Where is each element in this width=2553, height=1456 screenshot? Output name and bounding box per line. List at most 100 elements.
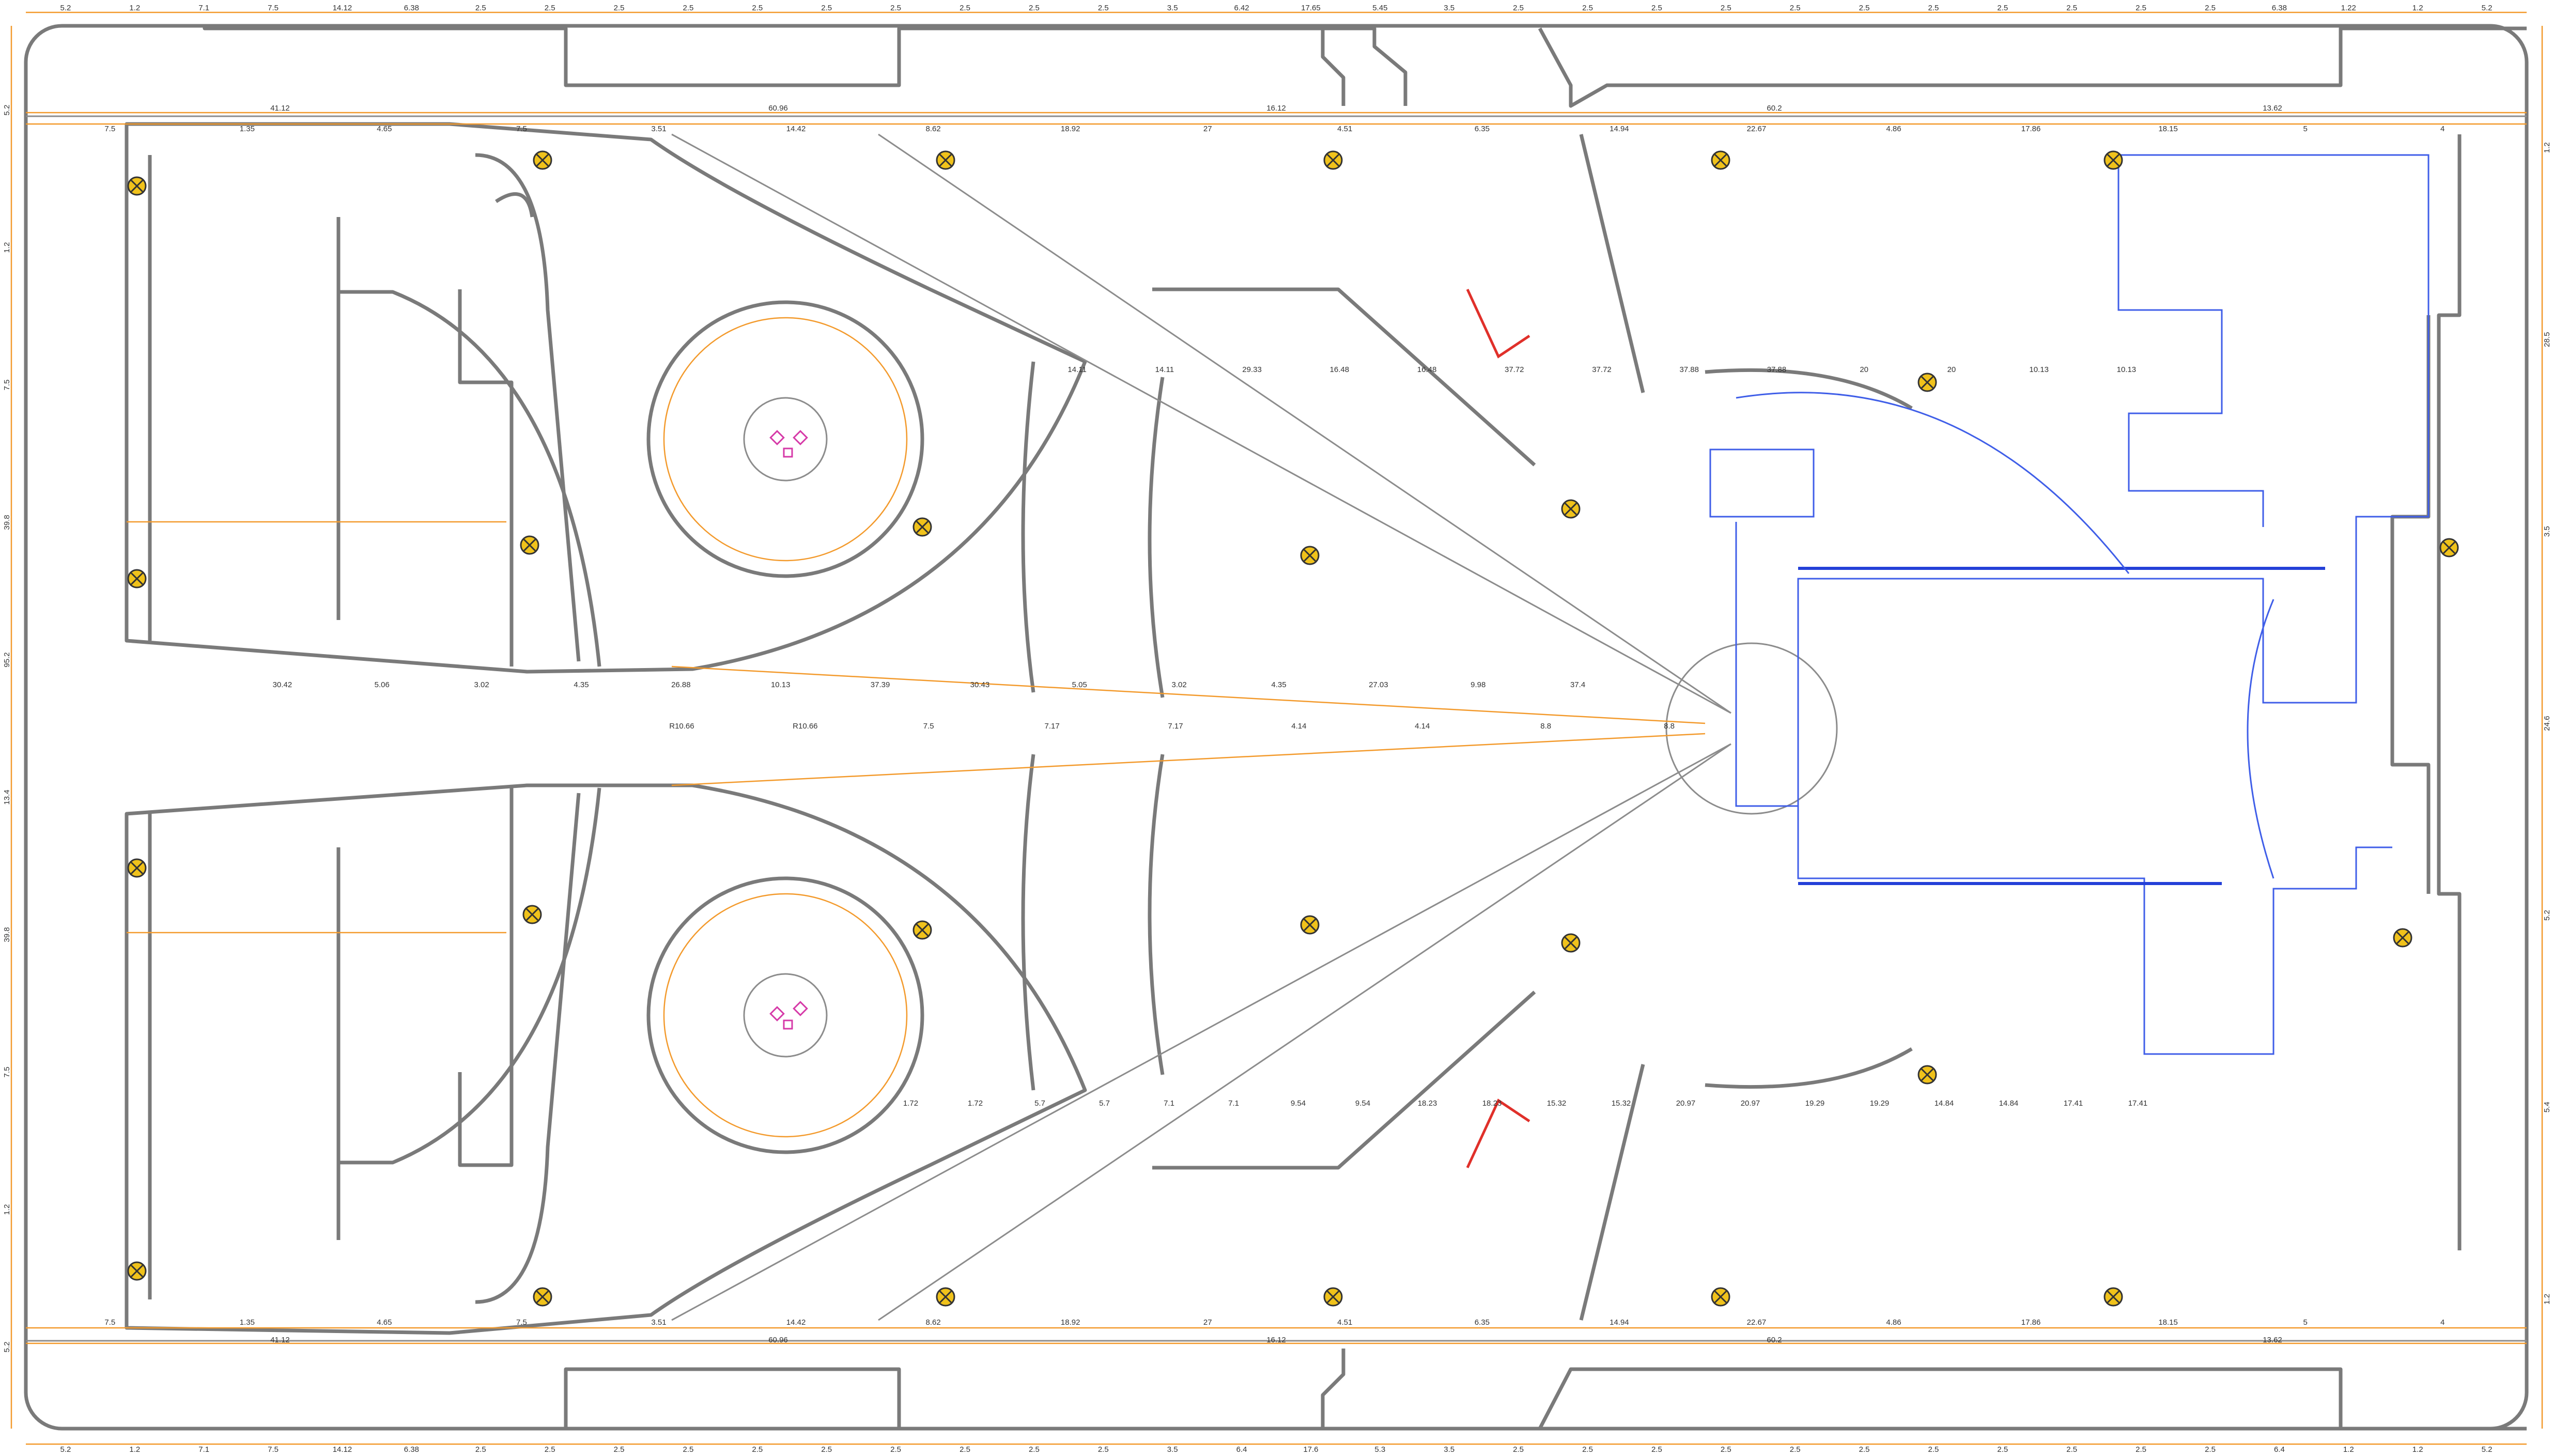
dimension-label: 37.88 (1679, 365, 1699, 374)
dimension-label: 3.5 (1444, 4, 1455, 12)
dimension-label: 6.35 (1475, 1318, 1490, 1327)
dimension-label: 9.98 (1471, 680, 1486, 689)
dimension-label: 19.29 (1805, 1099, 1825, 1108)
dimension-label: 8.8 (1540, 722, 1551, 731)
dimension-lines (10, 11, 2543, 1445)
dimension-label: 2.5 (1859, 4, 1870, 12)
lamp-icon (912, 517, 932, 537)
dimension-label: 2.5 (1513, 4, 1524, 12)
lamp-icon (1323, 150, 1343, 170)
dimension-label: 4.35 (574, 680, 589, 689)
dimension-label: 6.38 (404, 1445, 419, 1454)
dimension-label: 17.6 (1303, 1445, 1318, 1454)
dimension-label: 7.5 (516, 125, 527, 133)
dimension-label: 14.42 (786, 1318, 806, 1327)
dimension-label: R10.66 (669, 722, 694, 731)
dimension-label: 13.62 (2263, 104, 2282, 113)
dimension-label: 39.8 (3, 515, 11, 530)
dimension-label: 4.51 (1337, 1318, 1352, 1327)
dimension-label: 20 (1947, 365, 1956, 374)
dimension-label: 14.84 (1999, 1099, 2019, 1108)
dimension-label: 20.97 (1676, 1099, 1696, 1108)
dimension-label: 2.5 (752, 1445, 763, 1454)
marker-icon (793, 1001, 808, 1016)
dimension-label: 5.7 (1034, 1099, 1045, 1108)
lamp-icon (2393, 928, 2412, 948)
lamp-icon (1300, 915, 1320, 935)
dimension-label: 14.94 (1610, 125, 1629, 133)
dimension-label: 6.38 (404, 4, 419, 12)
dimension-label: 2.5 (1029, 1445, 1040, 1454)
dimension-label: 1.72 (968, 1099, 983, 1108)
red-accents (1466, 288, 1530, 1169)
lamp-icon (533, 1287, 552, 1307)
lamp-icon (912, 920, 932, 940)
dimension-label: 2.5 (1721, 1445, 1731, 1454)
dimension-label: 14.12 (333, 1445, 352, 1454)
dimension-label: 16.12 (1266, 1336, 1286, 1344)
dimension-label: 2.5 (1029, 4, 1040, 12)
dimension-label: 16.48 (1417, 365, 1437, 374)
dimension-label: 16.12 (1266, 104, 1286, 113)
dimension-label: 5.7 (1099, 1099, 1110, 1108)
dimension-label: 20.97 (1741, 1099, 1760, 1108)
dimension-label: 5 (2303, 125, 2307, 133)
lamp-icon (522, 905, 542, 924)
top-perimeter-walls (26, 25, 2527, 117)
dimension-label: 2.5 (821, 1445, 832, 1454)
dimension-label: 17.65 (1301, 4, 1321, 12)
dimension-label: 5.2 (60, 4, 71, 12)
marker-icon (769, 430, 785, 445)
dimension-label: 4.51 (1337, 125, 1352, 133)
lamp-icon (2103, 1287, 2123, 1307)
dimension-label: 5.3 (1374, 1445, 1385, 1454)
dimension-label: 2.5 (1721, 4, 1731, 12)
dimension-label: R10.66 (793, 722, 817, 731)
dimension-label: 5.2 (3, 1342, 11, 1353)
dimension-label: 41.12 (270, 1336, 290, 1344)
dimension-label: 2.5 (2136, 4, 2146, 12)
lamp-icon (1917, 1065, 1937, 1085)
dimension-label: 4.14 (1415, 722, 1430, 731)
marker-icon (793, 430, 808, 445)
dimension-label: 2.5 (1513, 1445, 1524, 1454)
lamp-icon (1561, 499, 1581, 519)
dimension-label: 2.5 (614, 4, 625, 12)
dimension-label: 2.5 (1098, 4, 1109, 12)
dimension-label: 2.5 (1997, 4, 2008, 12)
dimension-label: 95.2 (3, 652, 11, 667)
dimension-label: 60.96 (768, 1336, 788, 1344)
dimension-label: 2.5 (1651, 4, 1662, 12)
dimension-label: 18.92 (1061, 125, 1080, 133)
lamp-icon (2103, 150, 2123, 170)
site-boundary (24, 24, 2529, 1431)
dimension-label: 4.14 (1291, 722, 1306, 731)
marker-icon (783, 447, 793, 458)
dimension-label: 27 (1203, 1318, 1212, 1327)
dimension-label: 18.23 (1482, 1099, 1502, 1108)
dimension-label: 2.5 (2066, 1445, 2077, 1454)
dimension-label: 2.5 (1098, 1445, 1109, 1454)
dimension-label: 4.65 (377, 1318, 392, 1327)
dimension-label: 7.5 (268, 4, 278, 12)
dimension-label: 2.5 (614, 1445, 625, 1454)
dimension-label: 2.5 (545, 4, 555, 12)
dimension-label: 1.72 (903, 1099, 918, 1108)
dimension-label: 2.5 (1582, 1445, 1593, 1454)
lamp-icon (127, 1261, 147, 1281)
dimension-label: 2.5 (752, 4, 763, 12)
dimension-label: 13.4 (3, 789, 11, 804)
dimension-label: 5.2 (2482, 1445, 2493, 1454)
dimension-label: 2.5 (1582, 4, 1593, 12)
dimension-label: 6.38 (2272, 4, 2287, 12)
dimension-label: 39.8 (3, 927, 11, 942)
dimension-label: 41.12 (270, 104, 290, 113)
dimension-label: 17.41 (2128, 1099, 2148, 1108)
dimension-label: 37.88 (1767, 365, 1787, 374)
dimension-label: 18.92 (1061, 1318, 1080, 1327)
dimension-label: 8.62 (926, 1318, 941, 1327)
dimension-label: 2.5 (683, 1445, 694, 1454)
